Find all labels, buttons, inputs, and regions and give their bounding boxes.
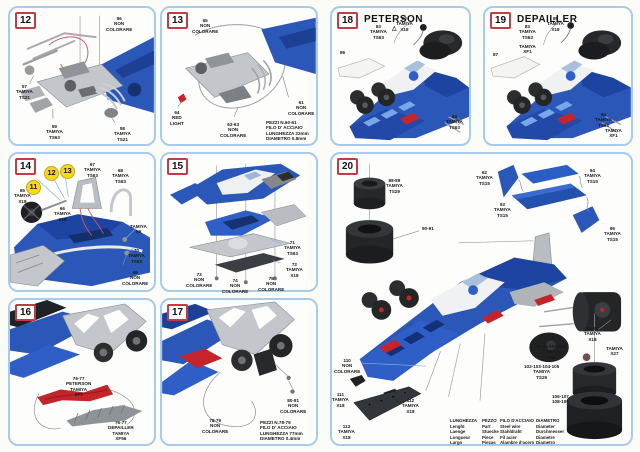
engine-assembly-illustration [19,15,154,123]
part-label: 106-107 108-109 [552,394,569,405]
warning-triangle-icon: △ [392,26,397,32]
part-label: 82 TAMIYA X18 [396,16,413,32]
step-number: 15 [167,158,189,175]
part-label: 83 TAMIYA TS63 [370,24,387,40]
callout-11: 11 [26,180,41,195]
part-label: 64 RED LIGHT [170,110,184,126]
step-19-panel: 19 DEPAILLER 85 TAMIYA X18 83 TAMIYA TS6… [483,6,633,146]
paint-table-column-pezzo: PEZZO Part Stuecke Piece Piezas [482,418,499,445]
wire-note: PEZZI N.60-61 FILO D' ACCIAIO LUNGHEZZA … [266,120,309,142]
paint-table-column-diametro: DIAMETRO Diameter Durchmesser Diametre D… [536,418,565,445]
part-label: 83 TAMIYA TS63 [519,24,536,40]
part-label: 69 NON COLORARE [122,270,149,286]
part-label: 98-99-100-101 TAMIYA TS63 [536,344,567,360]
part-label: 95 TAMIYA TS15 [604,226,621,242]
part-label: 61 NON COLORARE [288,100,315,116]
step-number: 13 [167,12,189,29]
part-label: 96-97 TAMIYA X18 [584,326,601,342]
part-label: 75 NON COLORARE [258,276,285,292]
part-label: 84 TAMIYA TS63 [446,114,463,130]
part-label: 86 [340,50,346,55]
step-12-panel: 12 56 NON COLORARE 57 TAMIYA TS21 59 TAM… [8,6,156,146]
engine-wiring-illustration [177,17,316,117]
part-label: 78-79 NON COLORARE [202,418,229,434]
wire-note: PEZZI N.78-79 FILO D' ACCIAIO LUNGHEZZA … [260,420,303,442]
part-label: 92 TAMIYA TS15 [476,170,493,186]
step-16-panel: 16 76-77 PETERSON TAMIYA XF7 76-77 DEPAI… [8,298,156,446]
part-label: 93 TAMIYA TS15 [494,202,511,218]
part-label: 65 NON COLORARE [192,18,219,34]
part-label: 59 TAMIYA TS63 [46,124,63,140]
step-number: 14 [15,158,37,175]
car-peterson-illustration [337,23,469,141]
part-label: 56 NON COLORARE [106,16,133,32]
driver-name: DEPAILLER [517,14,578,25]
part-label: 88-89 TAMIYA TS29 [386,178,403,194]
part-label: TAMIYA XF1 [605,128,622,139]
step-number: 20 [337,158,359,175]
step-number: 16 [15,304,37,321]
driver-name: PETERSON [364,14,424,25]
step-15-panel: 15 71 TAMIYA TS63 72 TAMIYA X18 73 NON C… [160,152,318,294]
step-number: 18 [337,12,359,29]
step-18-panel: 18 PETERSON 82 TAMIYA X18 83 TAMIYA TS63… [330,6,471,146]
part-label: 111 TAMIYA X18 [332,392,349,408]
part-label: 58 TAMIYA TS21 [114,126,131,142]
part-label: 76-77 PETERSON TAMIYA XF7 [66,376,92,398]
step-17-panel: 17 80-81 NON COLORARE 78-79 NON COLORARE… [160,298,318,446]
rear-suspension-illustration [162,301,295,427]
part-label: 90-91 [422,226,434,231]
part-label: 57 TAMIYA TS21 [16,84,33,100]
part-label: 80-81 NON COLORARE [280,398,307,414]
exhaust-variants-illustration [10,300,148,430]
part-label: 67 TAMIYA TS63 [84,162,101,178]
part-label: 94 TAMIYA TS15 [584,168,601,184]
part-label: 62-63 NON COLORARE [220,122,247,138]
part-label: 65 TAMIYA X18 [14,188,31,204]
part-label: 84 TAMIYA TS63 [595,112,612,128]
part-label: 71 TAMIYA TS63 [284,240,301,256]
part-label: 74 NON COLORARE [222,278,249,294]
step-number: 19 [490,12,512,29]
final-assembly-illustration [345,163,623,440]
part-label: 102-103-104-105 TAMIYA TS29 [524,364,560,380]
body-stack-illustration [170,163,307,285]
part-label: 112 TAMIYA X18 [402,398,419,414]
callout-12: 12 [44,166,59,181]
part-label: TAMIYA X27 [606,346,623,357]
part-label: TAMIYA XF1 [519,44,536,55]
step-13-panel: 13 65 NON COLORARE 64 RED LIGHT 62-63 NO… [160,6,318,146]
part-label: 110 NON COLORARE [334,358,361,374]
step-number: 12 [15,12,37,29]
part-label: 72 TAMIYA X18 [286,262,303,278]
part-label: 76-77 DEPAILLER TAMIYA XF56 [108,420,134,442]
part-label: 66 TAMIYA X18 [54,206,71,222]
part-label: 70 TAMIYA TS63 [128,248,145,264]
part-label: 68 TAMIYA TS63 [112,168,129,184]
part-label: 113 TAMIYA X18 [338,424,355,440]
paint-table-column-filo: FILO D'ACCIAIO Steel wire Stahldraht Fil… [500,418,535,445]
car-depailler-illustration [490,22,631,141]
part-label: 73 NON COLORARE [186,272,213,288]
callout-13: 13 [60,164,75,179]
paint-table-column-lunghezza: LUNGHEZZA Lenght Laenge Longueur Largo [450,418,478,445]
step-20-panel: 20 [330,152,633,446]
step-14-panel: 14 11 12 13 65 TAMIYA X18 66 TAMIYA X18 … [8,152,156,292]
part-label: 87 [493,52,499,57]
step-number: 17 [167,304,189,321]
part-label: 85 TAMIYA X18 [547,16,564,32]
part-label: TAMIYA X6 [130,224,147,235]
